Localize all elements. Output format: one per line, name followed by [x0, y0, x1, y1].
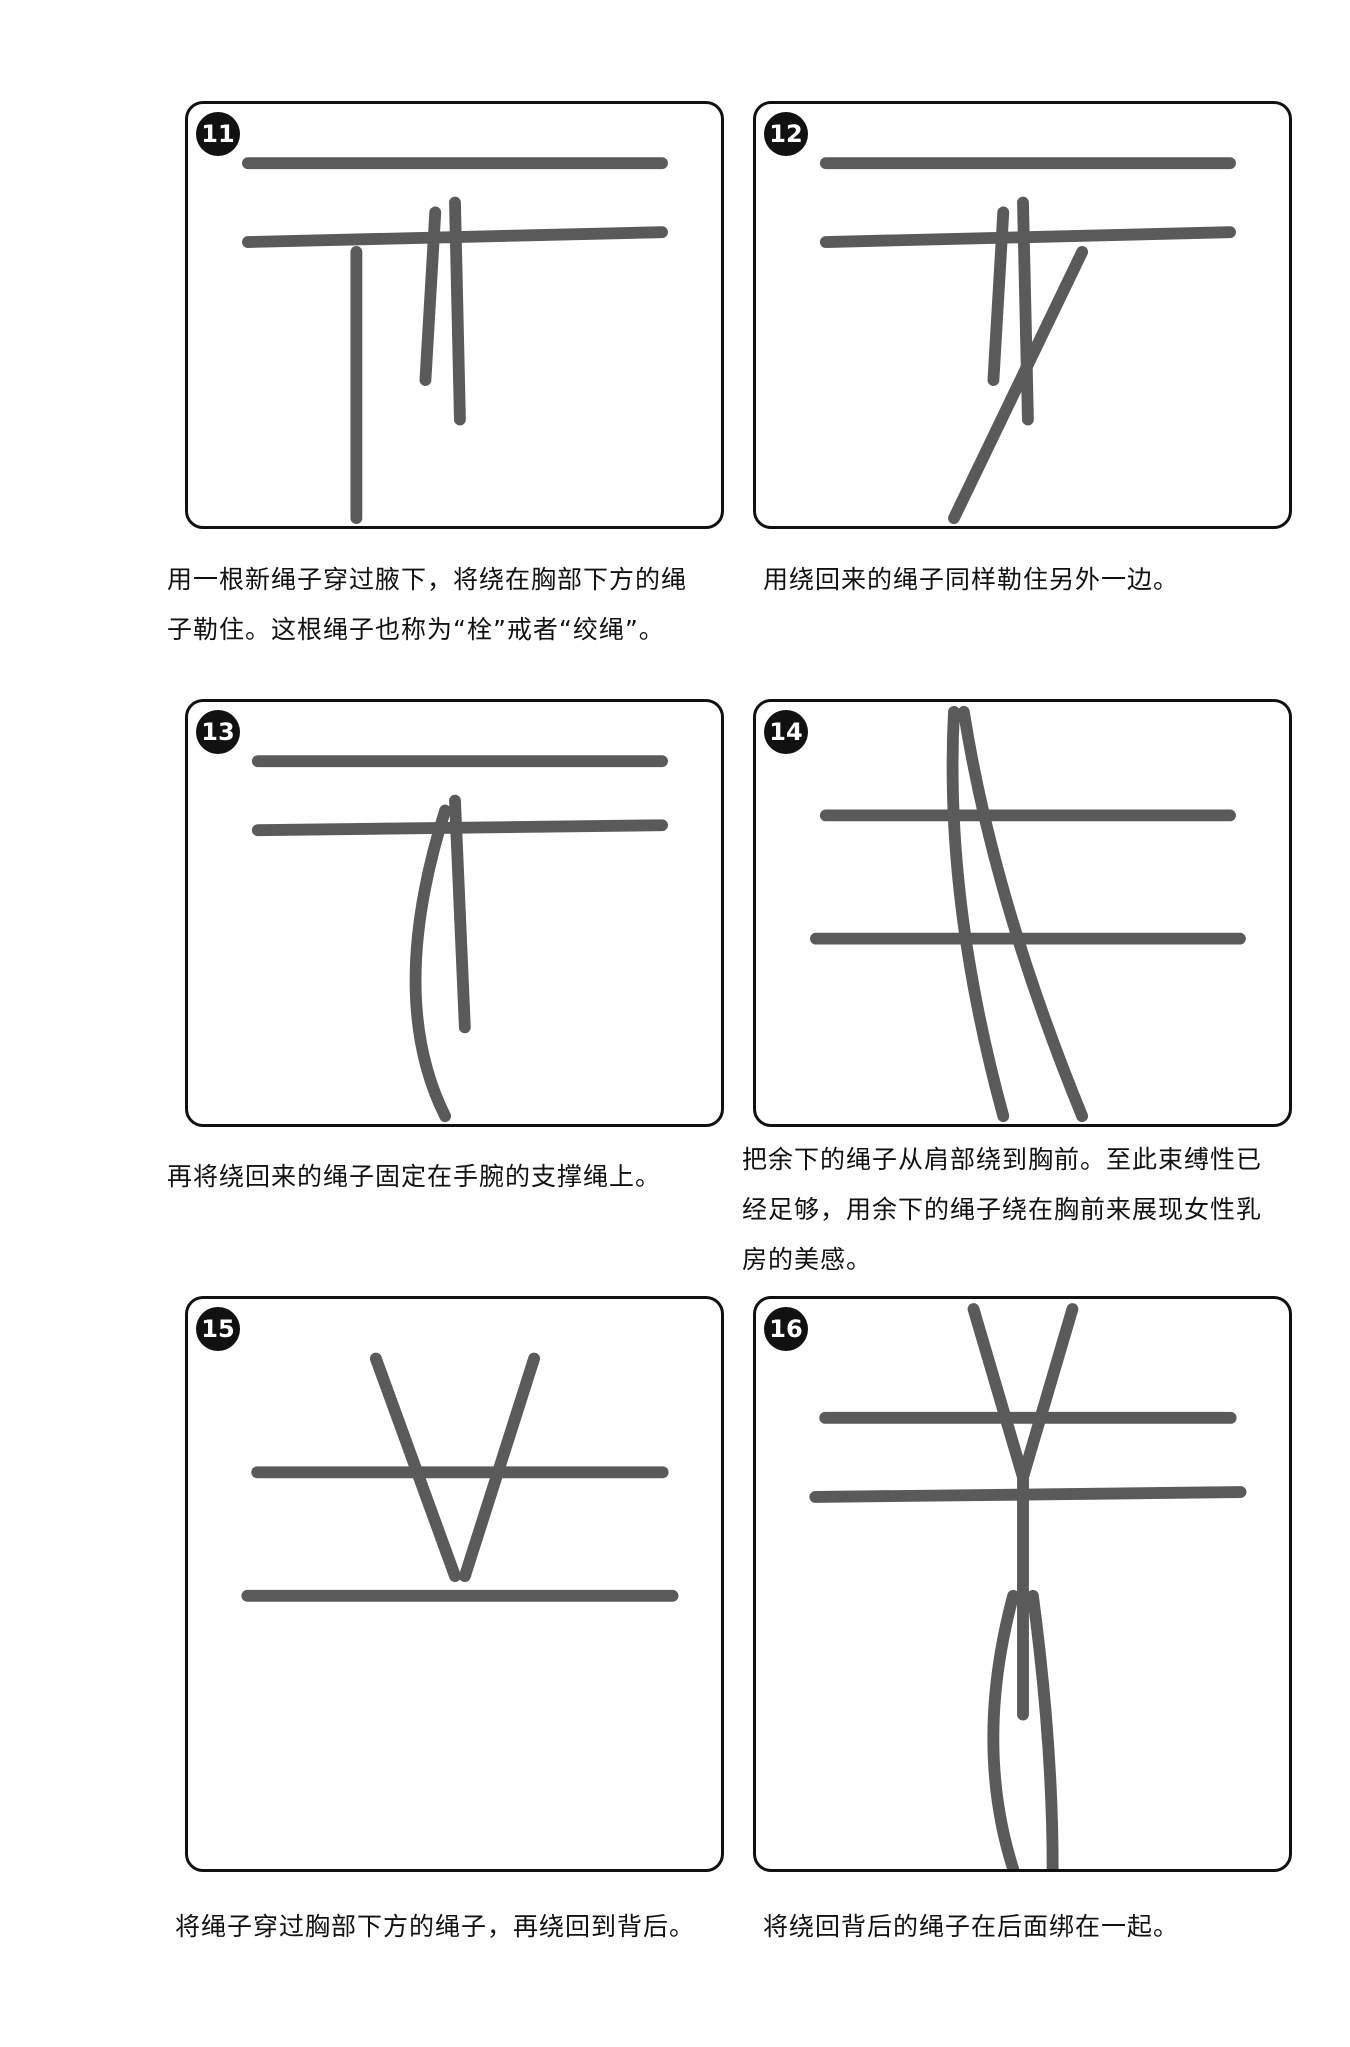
rope-illustration	[809, 1303, 1247, 1869]
illustration-panel-14: 14	[753, 699, 1292, 1127]
caption-line: 把余下的绳子从肩部绕到胸前。至此束缚性已	[742, 1145, 1263, 1174]
illustration-panel-16: 16	[753, 1296, 1292, 1872]
rope-illustration	[810, 705, 1246, 1123]
step-number-12: 12	[764, 112, 808, 156]
caption-13: 再将绕回来的绳子固定在手腕的支撑绳上。	[167, 1152, 661, 1202]
caption-14: 把余下的绳子从肩部绕到胸前。至此束缚性已 经足够，用余下的绳子绕在胸前来展现女性…	[742, 1135, 1262, 1285]
caption-line: 将绳子穿过胸部下方的绳子，再绕回到背后。	[175, 1912, 696, 1941]
caption-line: 子勒住。这根绳子也称为“栓”戒者“绞绳”。	[167, 615, 665, 644]
step-number-14: 14	[764, 710, 808, 754]
illustration-panel-15: 15	[185, 1296, 724, 1872]
step-number-16: 16	[764, 1307, 808, 1351]
caption-line: 将绕回背后的绳子在后面绑在一起。	[763, 1912, 1180, 1941]
caption-line: 经足够，用余下的绳子绕在胸前来展现女性乳	[742, 1195, 1263, 1224]
caption-15: 将绳子穿过胸部下方的绳子，再绕回到背后。	[175, 1902, 695, 1952]
caption-line: 用一根新绳子穿过腋下，将绕在胸部下方的绳	[167, 565, 688, 594]
rope-illustration	[251, 755, 668, 1123]
caption-16: 将绕回背后的绳子在后面绑在一起。	[763, 1902, 1179, 1952]
caption-11: 用一根新绳子穿过腋下，将绕在胸部下方的绳 子勒住。这根绳子也称为“栓”戒者“绞绳…	[167, 555, 687, 655]
caption-line: 再将绕回来的绳子固定在手腕的支撑绳上。	[167, 1162, 662, 1191]
caption-12: 用绕回来的绳子同样勒住另外一边。	[763, 555, 1179, 605]
rope-illustration	[819, 157, 1236, 525]
caption-line: 房的美感。	[742, 1245, 873, 1274]
illustration-panel-13: 13	[185, 699, 724, 1127]
step-number-13: 13	[196, 710, 240, 754]
step-number-15: 15	[196, 1307, 240, 1351]
rope-illustration	[241, 1352, 679, 1602]
rope-illustration	[242, 157, 668, 525]
step-number-11: 11	[196, 112, 240, 156]
illustration-panel-12: 12	[753, 101, 1292, 529]
caption-line: 用绕回来的绳子同样勒住另外一边。	[763, 565, 1180, 594]
illustration-panel-11: 11	[185, 101, 724, 529]
